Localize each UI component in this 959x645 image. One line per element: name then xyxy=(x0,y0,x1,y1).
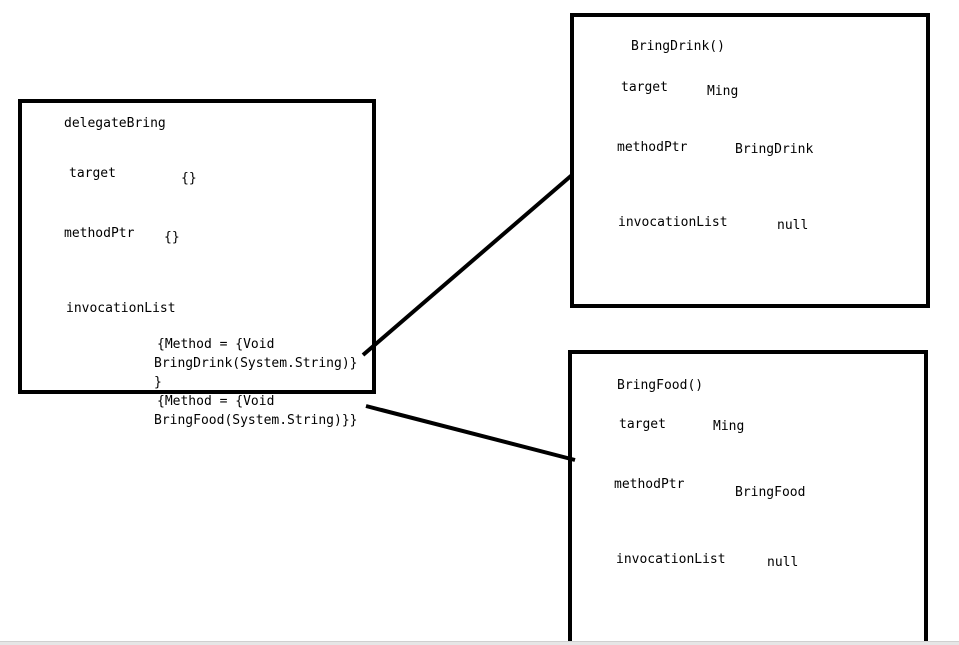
bottom-divider xyxy=(0,641,959,645)
invocation-line-5: BringFood(System.String)}} xyxy=(154,413,358,428)
bringdrink-methodptr-label: methodPtr xyxy=(617,140,688,155)
invocation-line-3: } xyxy=(154,375,162,390)
delegate-title: delegateBring xyxy=(64,116,166,131)
delegate-invocationlist-label: invocationList xyxy=(66,301,176,316)
invocation-line-1: {Method = {Void xyxy=(157,337,275,352)
bringfood-target-label: target xyxy=(619,417,666,432)
connector-to-bringdrink xyxy=(361,173,574,357)
invocation-line-2: BringDrink(System.String)} xyxy=(154,356,358,371)
bringfood-target-value: Ming xyxy=(713,419,745,434)
bringfood-box xyxy=(568,350,928,645)
connector-to-bringfood xyxy=(365,404,576,462)
delegate-methodptr-value: {} xyxy=(164,230,180,245)
bringfood-methodptr-label: methodPtr xyxy=(614,477,685,492)
bringfood-title: BringFood() xyxy=(617,378,704,393)
invocation-line-4: {Method = {Void xyxy=(157,394,275,409)
delegate-methodptr-label: methodPtr xyxy=(64,226,135,241)
bringdrink-methodptr-value: BringDrink xyxy=(735,142,814,157)
bringdrink-box xyxy=(570,13,930,308)
bringfood-invocationlist-label: invocationList xyxy=(616,552,726,567)
bringfood-methodptr-value: BringFood xyxy=(735,485,806,500)
delegate-target-label: target xyxy=(69,166,116,181)
bringfood-invocationlist-value: null xyxy=(767,555,799,570)
bringdrink-invocationlist-value: null xyxy=(777,218,809,233)
delegate-box xyxy=(18,99,376,394)
bringdrink-target-value: Ming xyxy=(707,84,739,99)
delegate-target-value: {} xyxy=(181,171,197,186)
bringdrink-target-label: target xyxy=(621,80,668,95)
bringdrink-title: BringDrink() xyxy=(631,39,725,54)
bringdrink-invocationlist-label: invocationList xyxy=(618,215,728,230)
